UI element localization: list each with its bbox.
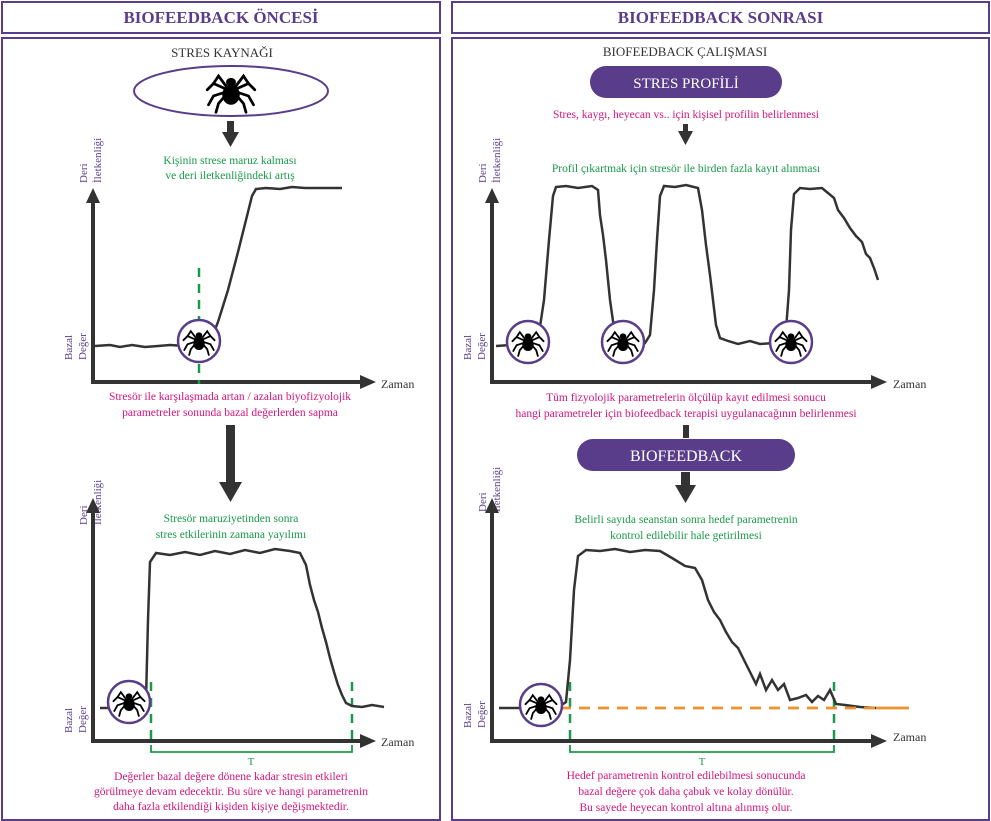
signal-curve [495,183,880,348]
left-caption4-line2: görülmeye devam edecektir. Bu süre ve ha… [94,786,368,798]
right-caption5-line2: bazal değere çok daha çabuk ve kolay dön… [578,786,793,798]
y-axis-label-line1: Deri [78,163,90,183]
x-axis-label: Zaman [381,377,414,391]
y-axis-arrow-icon [86,188,100,203]
y-axis-arrow-icon [86,498,100,513]
baseline-label-line1: Bazal [63,708,75,733]
baseline-label-line2: Değer [77,706,89,733]
x-axis-label: Zaman [893,730,926,744]
left-caption4-line3: daha fazla etkilendiği kişiden kişiye de… [113,801,349,813]
right-caption1: Stres, kaygı, heyecan vs.. için kişisel … [553,109,819,121]
spider-badge-icon [520,684,562,726]
y-axis-label-line2: İletkenliği [491,138,503,183]
right-caption3-line1: Tüm fizyolojik parametrelerin ölçülüp ka… [546,392,826,404]
left-caption3-line2: stres etkilerinin zamana yayılımı [156,529,306,541]
right-caption2: Profil çıkartmak için stresör ile birden… [552,163,820,175]
left-panel [1,37,441,821]
spider-badge-icon [108,681,150,723]
y-axis-label-line1: Deri [78,505,90,525]
spider-badge-icon [770,321,812,363]
right-panel [451,37,990,821]
baseline-label-line2: Değer [476,333,488,360]
spider-badge-icon [507,321,549,363]
chart-right-bottom: Deri İletkenliği Bazal Değer Zaman T [462,467,926,768]
down-arrow-icon [678,124,693,145]
duration-label: T [248,756,255,768]
chart-left-top: Deri İletkenliği Bazal Değer Zaman [63,138,414,391]
down-arrow-icon [219,425,242,502]
left-caption2-line1: Stresör ile karşılaşmada artan / azalan … [109,391,351,403]
x-axis-label: Zaman [381,735,414,749]
y-axis-label-line2: İletkenliği [92,138,104,183]
left-caption3-line1: Stresör maruziyetinden sonra [164,513,299,525]
y-axis-arrow-icon [485,498,499,513]
biofeedback-label: BIOFEEDBACK [630,448,742,465]
right-caption4-line2: kontrol edilebilir hale getirilmesi [610,530,762,542]
baseline-label-line1: Bazal [462,335,474,360]
x-axis-arrow-icon [871,734,887,748]
y-axis-label-line2: İletkenliği [491,467,503,512]
y-axis-label-line1: Deri [477,163,489,183]
duration-label: T [699,756,706,768]
baseline-label-line2: Değer [476,701,488,728]
left-caption2-line2: parametreler sonunda bazal değerlerden s… [122,407,338,419]
stress-profile-label: STRES PROFİLİ [633,76,738,92]
spider-badge-icon [602,321,644,363]
y-axis-label-line1: Deri [477,492,489,512]
duration-bracket [569,745,835,753]
left-caption1-line2: ve deri iletkenliğindeki artış [165,170,295,182]
left-caption4-line1: Değerler bazal değere dönene kadar stres… [114,771,348,783]
right-subtitle: BIOFEEDBACK ÇALIŞMASI [603,44,767,59]
x-axis-arrow-icon [360,734,376,748]
baseline-label-line1: Bazal [63,335,75,360]
signal-curve [499,547,877,710]
left-panel-title: BIOFEEDBACK ÖNCESİ [1,1,441,34]
left-subtitle: STRES KAYNAĞI [171,45,273,60]
right-panel-title: BIOFEEDBACK SONRASI [451,1,990,34]
right-caption5-line1: Hedef parametrenin kontrol edilebilmesi … [567,770,806,782]
x-axis-arrow-icon [871,375,887,389]
down-arrow-icon [675,472,696,503]
signal-curve [94,185,342,349]
y-axis-arrow-icon [485,188,499,203]
baseline-label-line2: Değer [77,333,89,360]
baseline-label-line1: Bazal [462,703,474,728]
spider-badge-icon [178,320,220,362]
right-caption3-line2: hangi parametreler için biofeedback tera… [515,408,856,420]
connector [683,425,689,438]
x-axis-arrow-icon [360,375,376,389]
down-arrow-icon [222,121,239,147]
biofeedback-pill [577,439,795,471]
signal-curve [100,547,385,710]
stress-profile-pill [590,66,782,98]
x-axis-label: Zaman [893,377,926,391]
chart-left-bottom: Deri İletkenliği Bazal Değer Zaman T [63,480,414,768]
chart-right-top: Deri İletkenliği Bazal Değer Zaman [462,138,926,391]
duration-bracket [150,745,353,753]
left-caption1-line1: Kişinin strese maruz kalması [163,155,296,167]
right-caption5-line3: Bu sayede heyecan kontrol altına alınmış… [579,802,792,814]
right-caption4-line1: Belirli sayıda seanstan sonra hedef para… [574,514,797,526]
